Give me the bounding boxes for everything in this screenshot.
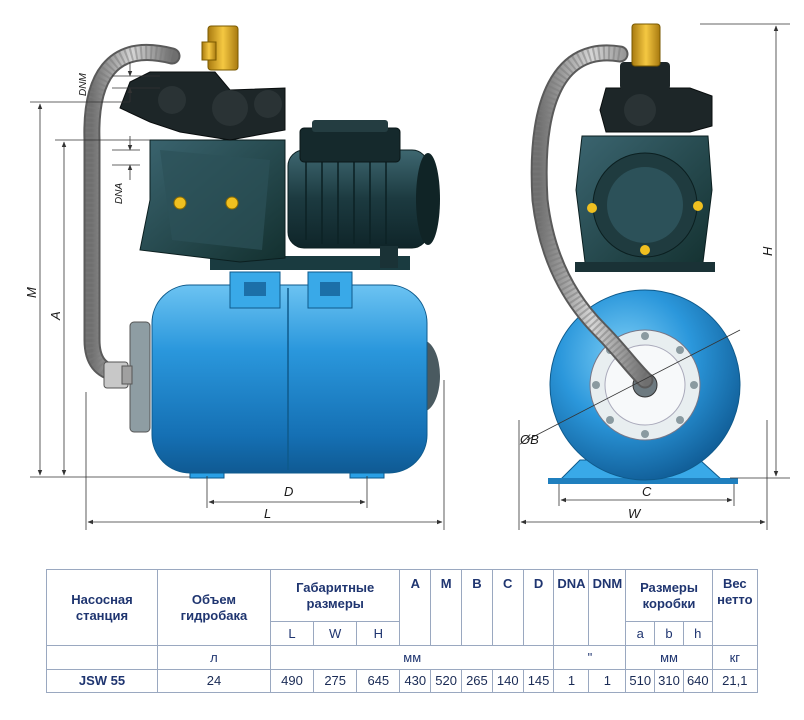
cell-DNA: 1 [553,669,590,693]
th-b: b [654,621,684,646]
pump-bolt-2 [225,196,239,210]
label-C: C [642,484,652,499]
cell-W: 275 [313,669,358,693]
cell-M: 520 [430,669,463,693]
spec-table: Насосная станция Объем гидробака Габарит… [46,569,759,693]
label-M: M [24,287,39,298]
th-dims: Габаритные размеры [269,569,401,622]
cell-A: 430 [399,669,432,693]
cell-weight: 21,1 [711,669,759,693]
th-D: D [522,569,555,646]
tank-body [151,284,428,474]
cell-DNM: 1 [588,669,627,693]
cell-C: 140 [491,669,524,693]
label-H: H [760,246,775,256]
tank-flange [129,321,151,433]
unit-mm: мм [269,645,555,670]
cell-volume: 24 [156,669,271,693]
th-h: h [682,621,713,646]
motor-body [287,149,429,249]
th-DNM: DNM [588,569,627,646]
cell-b: 310 [654,669,684,693]
th-station: Насосная станция [46,569,158,646]
terminal-box [299,127,401,163]
cell-h: 640 [682,669,713,693]
cell-B: 265 [461,669,493,693]
cell-L: 490 [269,669,315,693]
th-H: H [356,621,401,646]
th-C: C [491,569,524,646]
pump-bolt-1 [173,196,187,210]
th-a: a [625,621,656,646]
brass-fitting-side [631,23,661,67]
label-B: ØB [519,432,539,447]
unit-volume: л [156,645,271,670]
pressure-switch [119,71,286,141]
unit-box-mm: мм [625,645,713,670]
label-D: D [284,484,293,499]
th-DNA: DNA [553,569,590,646]
th-W: W [313,621,358,646]
cell-a: 510 [625,669,656,693]
th-B: B [461,569,493,646]
front-view: DNM DNA M A D L [24,25,445,530]
label-L: L [264,506,271,521]
th-weight: Вес нетто [711,569,759,646]
label-A: A [48,311,63,321]
unit-kg: кг [711,645,759,670]
cell-H: 645 [356,669,401,693]
cell-model: JSW 55 [46,669,158,693]
label-DNA: DNA [114,183,125,204]
th-box: Размеры коробки [625,569,713,622]
th-A: A [399,569,432,646]
th-volume: Объем гидробака [156,569,271,646]
cell-D: 145 [522,669,555,693]
pump-station-drawing: DNM DNA M A D L [24,23,790,530]
th-L: L [269,621,315,646]
th-M: M [430,569,463,646]
label-W: W [628,506,642,521]
side-view: ØB C W H [518,23,790,530]
label-DNM: DNM [78,73,89,96]
unit-inch: " [553,645,627,670]
unit-station [46,645,158,670]
